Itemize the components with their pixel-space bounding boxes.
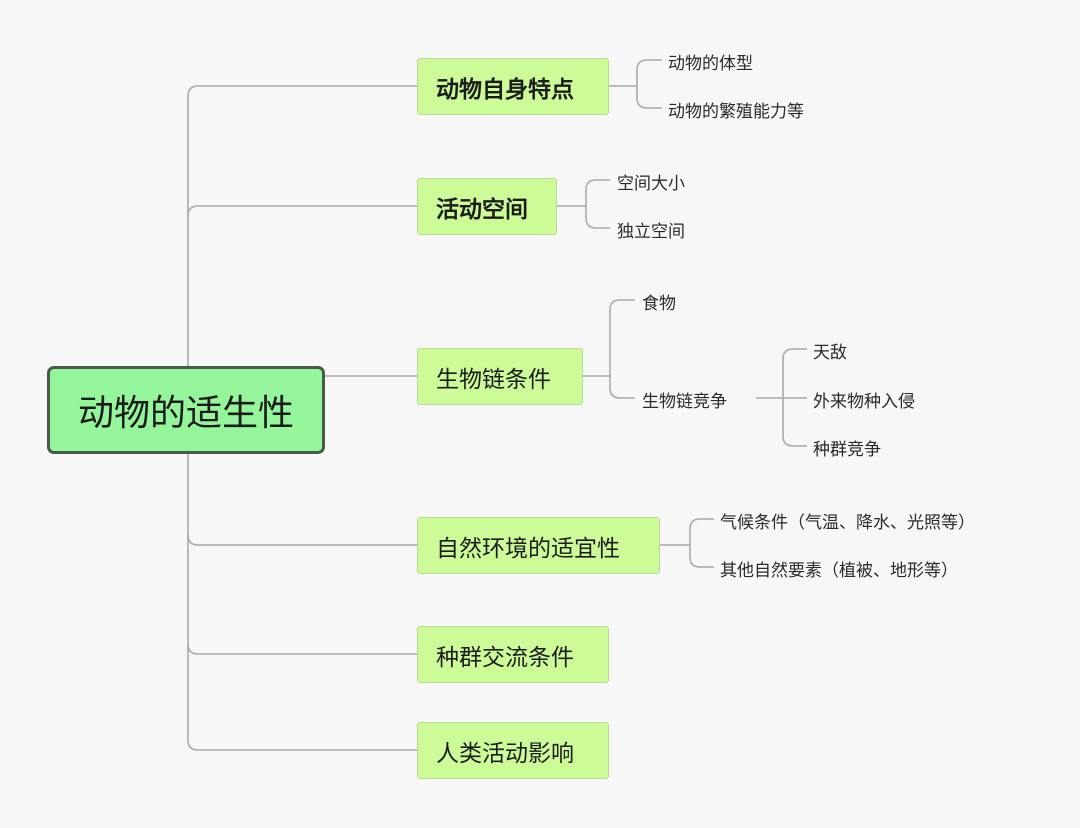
leaf-population-competition: 种群竞争 [813,440,881,460]
leaf-invasive-species: 外来物种入侵 [813,392,915,412]
branch-node-activity-space: 活动空间 [417,178,557,235]
leaf-other-natural-factors: 其他自然要素（植被、地形等） [720,561,958,581]
branch-node-human-impact: 人类活动影响 [417,722,609,779]
leaf-natural-enemies: 天敌 [813,343,847,363]
branch-node-food-chain: 生物链条件 [417,348,583,405]
branch-node-animal-traits: 动物自身特点 [417,58,609,115]
branch-node-natural-environment: 自然环境的适宜性 [417,517,660,574]
leaf-space-size: 空间大小 [617,174,685,194]
root-node: 动物的适生性 [47,366,325,454]
leaf-reproduction: 动物的繁殖能力等 [668,102,804,122]
branch-node-population-exchange: 种群交流条件 [417,626,609,683]
leaf-body-size: 动物的体型 [668,54,753,74]
leaf-food-chain-competition: 生物链竞争 [642,392,727,412]
leaf-food: 食物 [642,294,676,314]
leaf-climate: 气候条件（气温、降水、光照等） [720,513,975,533]
leaf-independent-space: 独立空间 [617,222,685,242]
